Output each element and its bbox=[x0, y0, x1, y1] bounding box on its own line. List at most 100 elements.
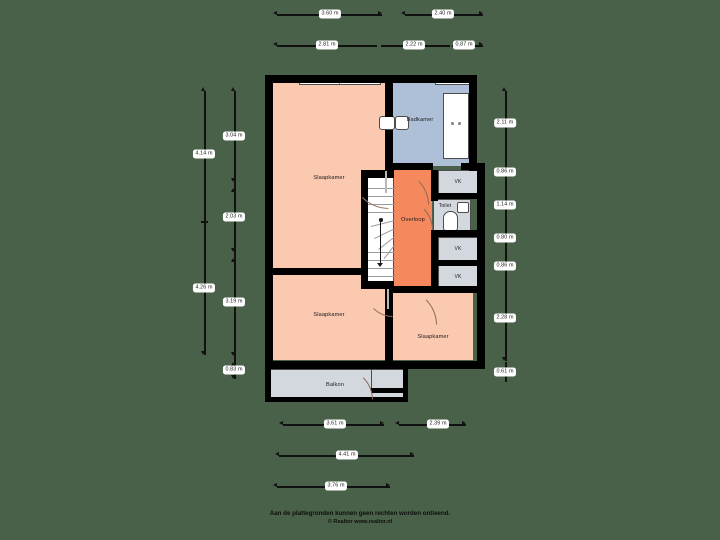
arrow-right-icon bbox=[378, 11, 382, 16]
stair-direction-line bbox=[380, 221, 381, 265]
footer-disclaimer: Aan de plattegronden kunnen geen rechten… bbox=[0, 509, 720, 527]
wall-balcony-bottom bbox=[265, 397, 408, 402]
stair-direction-marker bbox=[379, 218, 383, 222]
arrow-up-icon bbox=[231, 362, 236, 366]
arrow-up-icon bbox=[201, 87, 206, 91]
dimension-label: 3.04 m bbox=[222, 131, 246, 141]
dimension-tick bbox=[201, 221, 208, 223]
wall-balcony-right bbox=[403, 369, 408, 402]
wall-exterior-left bbox=[265, 75, 273, 369]
bathtub-fixture bbox=[443, 93, 469, 159]
arrow-down-icon bbox=[201, 351, 206, 355]
wall-stair-left bbox=[361, 170, 368, 288]
sink-fixture-left bbox=[379, 116, 395, 130]
dimension-label: 0.87 m bbox=[452, 40, 476, 50]
arrow-left-icon bbox=[395, 421, 399, 426]
dimension-label: 3.19 m bbox=[222, 297, 246, 307]
arrow-down-icon bbox=[231, 352, 236, 356]
room-label-slaapkamer-lower: Slaapkamer bbox=[313, 312, 345, 318]
wall-balcony-left bbox=[265, 369, 271, 401]
dimension-label: 2.03 m bbox=[222, 212, 246, 222]
dimension-label: 2.22 m bbox=[402, 40, 426, 50]
dimension-label: 0.86 m bbox=[493, 261, 517, 271]
arrow-up-icon bbox=[231, 188, 236, 192]
wall-jog-right bbox=[469, 163, 485, 171]
arrow-up-icon bbox=[231, 87, 236, 91]
wall-toilet-top bbox=[431, 193, 477, 199]
wall-lower-bedroom-top bbox=[273, 268, 365, 275]
dimension-label: 2.81 m bbox=[315, 40, 339, 50]
footer-line-1: Aan de plattegronden kunnen geen rechten… bbox=[269, 510, 451, 517]
room-label-slaapkamer-right: Slaapkamer bbox=[417, 334, 449, 340]
dimension-line bbox=[204, 91, 206, 355]
arrow-down-icon bbox=[231, 248, 236, 252]
dimension-label: 0.86 m bbox=[493, 167, 517, 177]
wall-closet-divider-e bbox=[431, 260, 477, 266]
dimension-label: 2.28 m bbox=[493, 313, 517, 323]
drain-icon bbox=[451, 122, 454, 125]
stair-direction-arrow-icon bbox=[377, 263, 383, 267]
wall-badkamer-bottom-right bbox=[461, 163, 477, 170]
arrow-right-icon bbox=[386, 483, 390, 488]
arrow-left-icon bbox=[273, 11, 277, 16]
wall-closet-divider-d bbox=[431, 230, 477, 237]
wall-exterior-right-lower bbox=[477, 165, 485, 365]
closet-vk-2[interactable] bbox=[438, 237, 478, 262]
arrow-left-icon bbox=[275, 452, 279, 457]
dimension-label: 4.26 m bbox=[192, 283, 216, 293]
dimension-label: 2.40 m bbox=[431, 9, 455, 19]
arrow-right-icon bbox=[462, 421, 466, 426]
dimension-label: 0.80 m bbox=[493, 233, 517, 243]
arrow-up-icon bbox=[231, 258, 236, 262]
arrow-left-icon bbox=[401, 11, 405, 16]
room-label-toilet: Toilet bbox=[438, 203, 452, 209]
room-label-overloop: Overloop bbox=[401, 217, 425, 223]
wall-closet-divider-a bbox=[431, 170, 438, 197]
arrow-left-icon bbox=[273, 42, 277, 47]
arrow-right-icon bbox=[380, 421, 384, 426]
arrow-down-icon bbox=[502, 357, 507, 361]
floorplan-drawing: Slaapkamer Slaapkamer Slaapkamer Badkame… bbox=[265, 75, 487, 402]
arrow-up-icon bbox=[502, 87, 507, 91]
dimension-label: 0.61 m bbox=[493, 367, 517, 377]
dimension-label: 4.14 m bbox=[192, 149, 216, 159]
toilet-sink-fixture bbox=[457, 202, 469, 213]
arrow-left-icon bbox=[279, 421, 283, 426]
tap-icon bbox=[458, 122, 461, 125]
sink-fixture-right bbox=[395, 116, 409, 130]
wall-exterior-bottom-right bbox=[393, 361, 485, 369]
dimension-label: 3.60 m bbox=[318, 9, 342, 19]
wall-right-bedroom-left bbox=[385, 286, 393, 369]
dimension-label: 0.83 m bbox=[222, 365, 246, 375]
arrow-left-icon bbox=[273, 483, 277, 488]
door-leaf-bedroom-lower bbox=[387, 289, 389, 309]
wall-interior-vertical-upper-a bbox=[385, 75, 393, 117]
dimension-label: 3.61 m bbox=[323, 419, 347, 429]
room-label-badkamer: Badkamer bbox=[406, 117, 434, 123]
dimension-line bbox=[234, 91, 236, 379]
wall-exterior-bottom-left bbox=[265, 361, 395, 369]
arrow-right-icon bbox=[479, 11, 483, 16]
door-leaf-bedroom-upper bbox=[385, 171, 387, 193]
wall-exterior-top bbox=[265, 75, 473, 83]
wall-stair-bottom bbox=[361, 281, 394, 289]
wall-right-bedroom-top bbox=[385, 286, 477, 293]
room-label-vk-2: VK bbox=[454, 246, 462, 252]
wall-exterior-right-upper bbox=[469, 75, 477, 170]
room-label-balkon: Balkon bbox=[325, 382, 345, 388]
dimension-line bbox=[505, 91, 507, 361]
wall-badkamer-bottom bbox=[385, 163, 433, 170]
arrow-down-icon bbox=[231, 375, 236, 379]
room-label-vk-1: VK bbox=[454, 179, 462, 185]
arrow-right-icon bbox=[410, 452, 414, 457]
wall-interior-vertical-upper-b bbox=[385, 130, 393, 170]
wall-balcony-step-edge bbox=[371, 388, 408, 393]
dimension-label: 1.14 m bbox=[493, 200, 517, 210]
room-label-slaapkamer-upper: Slaapkamer bbox=[313, 175, 345, 181]
arrow-down-icon bbox=[231, 178, 236, 182]
dimension-label: 2.11 m bbox=[494, 118, 516, 128]
room-label-vk-3: VK bbox=[454, 274, 462, 280]
toilet-fixture bbox=[443, 211, 458, 231]
dimension-label: 4.41 m bbox=[335, 450, 359, 460]
